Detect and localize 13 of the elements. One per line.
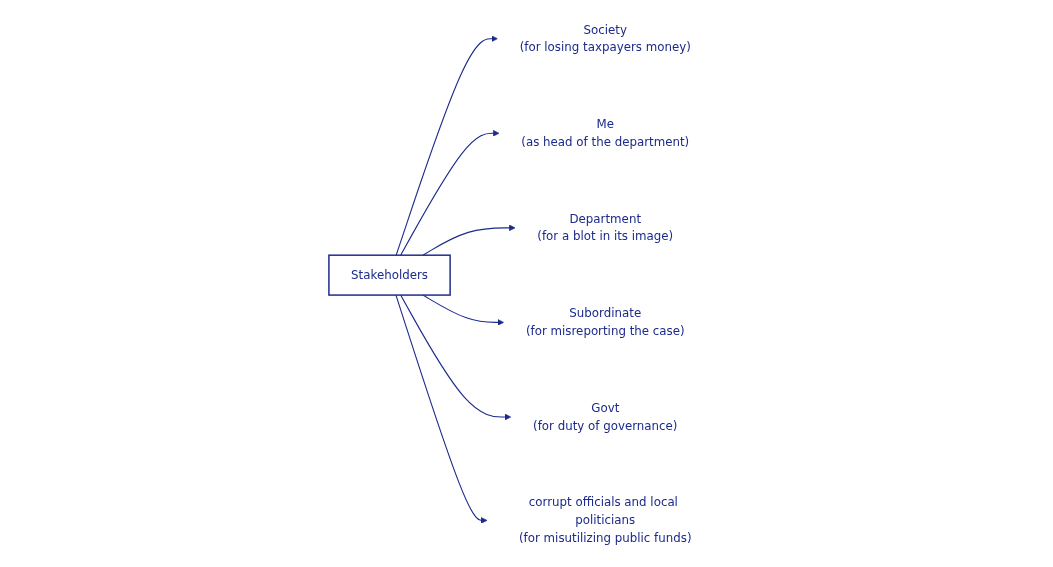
node-text: Subordinate (for misreporting the case) (526, 305, 685, 338)
arrow (422, 224, 516, 256)
arrow (400, 294, 512, 420)
node-text: corrupt officials and local politicians (for misutilizing public funds) (519, 494, 692, 545)
node-box: Stakeholders (328, 253, 452, 296)
node-text: Department (for a blot in its image) (537, 211, 674, 243)
arrow (395, 34, 499, 256)
node-text: Govt (for duty of governance) (533, 400, 678, 432)
arrow (400, 129, 500, 256)
node-text: Me (as head of the department) (521, 116, 690, 149)
arrow (422, 294, 505, 326)
arrow (395, 294, 488, 524)
node-text: Society (for losing taxpayers money) (520, 21, 692, 54)
